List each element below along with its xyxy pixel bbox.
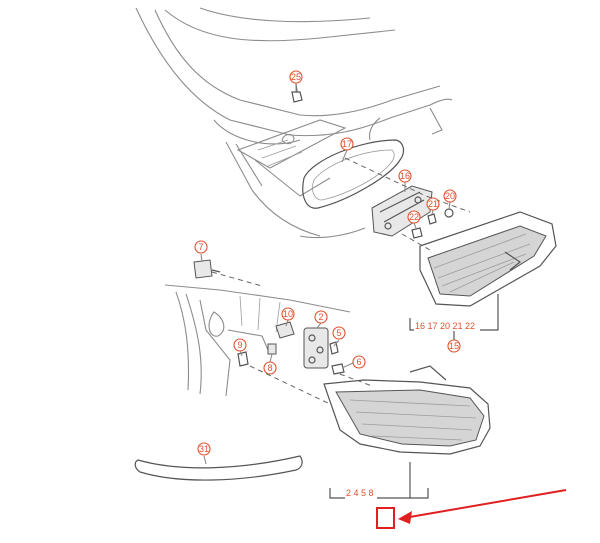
plug-part-7 xyxy=(193,259,221,279)
callout-6[interactable]: 6 xyxy=(352,355,366,369)
callouts: 25 17 16 20 21 22 7 10 xyxy=(194,70,480,499)
group-label-inner-lamp[interactable]: 16 17 20 21 22 xyxy=(414,320,480,331)
svg-text:16 17 20 21 22: 16 17 20 21 22 xyxy=(415,321,475,331)
svg-text:2 4 5 8: 2 4 5 8 xyxy=(346,488,374,498)
callout-21[interactable]: 21 xyxy=(426,197,440,211)
gasket-part-17 xyxy=(302,139,405,209)
svg-text:8: 8 xyxy=(267,363,272,373)
callout-9[interactable]: 9 xyxy=(233,338,247,352)
screw-part-25 xyxy=(291,83,303,103)
callout-22[interactable]: 22 xyxy=(407,210,421,224)
assembly-guide-lines xyxy=(211,157,471,405)
callout-17[interactable]: 17 xyxy=(340,137,354,151)
red-arrow-head-icon xyxy=(398,511,412,524)
red-arrow-line xyxy=(403,489,567,519)
svg-text:25: 25 xyxy=(291,72,301,82)
trim-strip-part-31 xyxy=(134,455,303,481)
highlight-marker xyxy=(376,489,567,529)
callout-7[interactable]: 7 xyxy=(194,240,208,254)
outer-tail-lamp xyxy=(323,365,491,455)
callout-16[interactable]: 16 xyxy=(398,169,412,183)
callout-25[interactable]: 25 xyxy=(289,70,303,84)
group-label-outer-lamp[interactable]: 2 4 5 8 xyxy=(345,488,377,499)
svg-text:9: 9 xyxy=(237,340,242,350)
fasteners-5-6-8-9 xyxy=(237,341,345,375)
callout-15[interactable]: 15 xyxy=(447,339,461,353)
callout-8[interactable]: 8 xyxy=(263,361,277,375)
trunk-side-panel xyxy=(164,284,351,397)
group-bracket-outer-lamp xyxy=(329,462,429,499)
svg-text:20: 20 xyxy=(445,191,455,201)
svg-text:16: 16 xyxy=(400,171,410,181)
leader-lines xyxy=(200,82,451,465)
bulb-holder-part-16 xyxy=(371,185,433,237)
callout-5[interactable]: 5 xyxy=(332,326,346,340)
callout-2[interactable]: 2 xyxy=(314,310,328,324)
socket-part-10 xyxy=(275,321,295,339)
svg-text:7: 7 xyxy=(198,242,203,252)
svg-text:2: 2 xyxy=(318,312,323,322)
callout-10[interactable]: 10 xyxy=(281,307,295,321)
callout-31[interactable]: 31 xyxy=(197,442,211,456)
svg-text:17: 17 xyxy=(342,139,352,149)
inner-tail-lamp xyxy=(419,211,557,307)
highlight-box[interactable] xyxy=(376,507,395,529)
callout-20[interactable]: 20 xyxy=(443,189,457,203)
group-bracket-inner-lamp xyxy=(409,294,499,340)
bulb-carrier-part-2 xyxy=(303,327,329,369)
svg-text:31: 31 xyxy=(199,444,209,454)
svg-text:10: 10 xyxy=(283,309,293,319)
svg-text:15: 15 xyxy=(449,341,459,351)
body-lamp-cavity xyxy=(236,119,347,197)
svg-text:5: 5 xyxy=(336,328,341,338)
svg-text:6: 6 xyxy=(356,357,361,367)
svg-text:21: 21 xyxy=(428,199,438,209)
svg-text:22: 22 xyxy=(409,212,419,222)
